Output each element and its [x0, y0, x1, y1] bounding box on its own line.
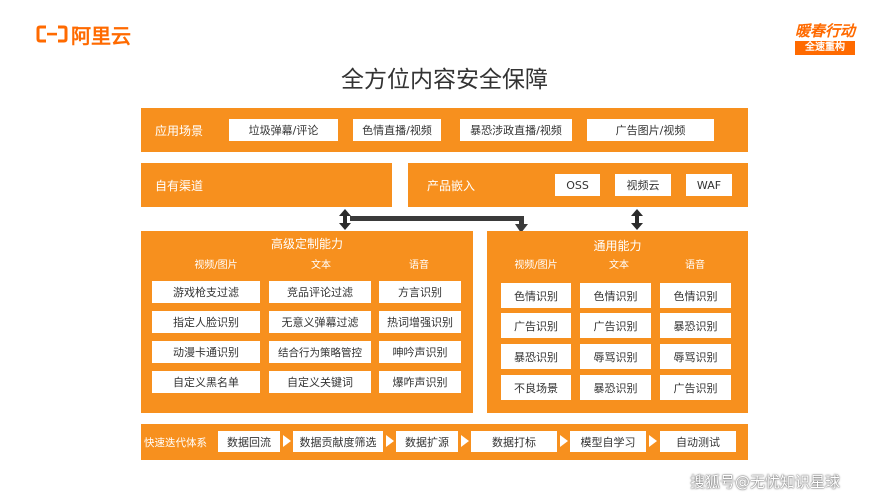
iteration-step: 数据打标 — [471, 431, 557, 452]
product-item-waf: WAF — [686, 174, 732, 196]
advanced-item: 热词增强识别 — [379, 311, 461, 333]
general-item: 辱骂识别 — [580, 344, 651, 369]
advanced-item: 动漫卡通识别 — [152, 341, 260, 363]
general-item: 暴恐识别 — [660, 313, 731, 338]
arrow-right-icon — [283, 435, 291, 447]
general-item: 色情识别 — [501, 283, 571, 308]
general-item: 广告识别 — [660, 375, 731, 400]
advanced-col-head: 语音 — [409, 260, 429, 271]
aliyun-bracket-icon — [36, 25, 68, 43]
iteration-bar: 快速迭代体系 数据回流 数据贡献度筛选 数据扩源 数据打标 模型自学习 自动测试 — [141, 424, 748, 460]
product-embed-box: 产品嵌入 OSS 视频云 WAF — [408, 163, 748, 207]
own-channel-box: 自有渠道 — [141, 163, 392, 207]
general-item: 广告识别 — [580, 313, 651, 338]
general-item: 暴恐识别 — [580, 375, 651, 400]
arrow-right-icon — [386, 435, 394, 447]
general-col-head: 视频/图片 — [514, 260, 558, 271]
double-arrow-icon-right — [631, 209, 643, 230]
scenario-item: 暴恐涉政直播/视频 — [460, 119, 572, 141]
own-channel-label: 自有渠道 — [155, 179, 204, 193]
campaign-badge: 暖春行动 全速重构 — [791, 22, 859, 55]
advanced-item: 方言识别 — [379, 281, 461, 303]
campaign-badge-line2: 全速重构 — [795, 41, 855, 55]
general-item: 不良场景 — [501, 375, 571, 400]
advanced-item: 自定义黑名单 — [152, 371, 260, 393]
aliyun-logo: 阿里云 — [36, 22, 131, 48]
iteration-step: 模型自学习 — [570, 431, 646, 452]
double-arrow-icon-left — [339, 209, 351, 230]
iteration-step: 自动测试 — [660, 431, 736, 452]
general-item: 广告识别 — [501, 313, 571, 338]
scenarios-bar: 应用场景 垃圾弹幕/评论 色情直播/视频 暴恐涉政直播/视频 广告图片/视频 — [141, 108, 748, 152]
advanced-item: 爆咋声识别 — [379, 371, 461, 393]
advanced-col-head: 文本 — [311, 260, 331, 271]
page-title: 全方位内容安全保障 — [341, 67, 548, 93]
general-item: 辱骂识别 — [660, 344, 731, 369]
arrow-right-icon — [461, 435, 469, 447]
aliyun-logo-text: 阿里云 — [71, 23, 131, 48]
iteration-step: 数据扩源 — [396, 431, 458, 452]
advanced-item: 呻吟声识别 — [379, 341, 461, 363]
general-panel: 通用能力 视频/图片 文本 语音 色情识别 广告识别 暴恐识别 不良场景 色情识… — [487, 231, 748, 413]
general-item: 色情识别 — [580, 283, 651, 308]
advanced-item: 指定人脸识别 — [152, 311, 260, 333]
general-item: 色情识别 — [660, 283, 731, 308]
scenario-item: 垃圾弹幕/评论 — [229, 119, 338, 141]
watermark: 搜狐号@无忧知识星球 — [690, 473, 841, 491]
general-col-head: 语音 — [685, 260, 705, 271]
scenario-item: 广告图片/视频 — [587, 119, 714, 141]
general-col-head: 文本 — [609, 260, 629, 271]
advanced-col-head: 视频/图片 — [194, 260, 238, 271]
product-embed-label: 产品嵌入 — [427, 179, 476, 193]
advanced-item: 自定义关键词 — [269, 371, 371, 393]
advanced-item: 结合行为策略管控 — [269, 341, 371, 363]
arrow-right-icon — [649, 435, 657, 447]
general-title: 通用能力 — [593, 239, 642, 253]
product-item-oss: OSS — [555, 174, 600, 196]
scenarios-label: 应用场景 — [155, 124, 204, 138]
iteration-label: 快速迭代体系 — [144, 437, 207, 449]
connector-line-icon — [350, 216, 528, 233]
scenario-item: 色情直播/视频 — [353, 119, 441, 141]
advanced-panel: 高级定制能力 视频/图片 文本 语音 游戏枪支过滤 指定人脸识别 动漫卡通识别 … — [141, 231, 473, 413]
iteration-step: 数据回流 — [218, 431, 280, 452]
arrow-right-icon — [560, 435, 568, 447]
campaign-badge-line1: 暖春行动 — [794, 22, 855, 40]
advanced-item: 竞品评论过滤 — [269, 281, 371, 303]
advanced-title: 高级定制能力 — [270, 237, 343, 251]
advanced-item: 游戏枪支过滤 — [152, 281, 260, 303]
product-item-video-cloud: 视频云 — [615, 174, 671, 196]
iteration-step: 数据贡献度筛选 — [293, 431, 383, 452]
general-item: 暴恐识别 — [501, 344, 571, 369]
advanced-item: 无意义弹幕过滤 — [269, 311, 371, 333]
